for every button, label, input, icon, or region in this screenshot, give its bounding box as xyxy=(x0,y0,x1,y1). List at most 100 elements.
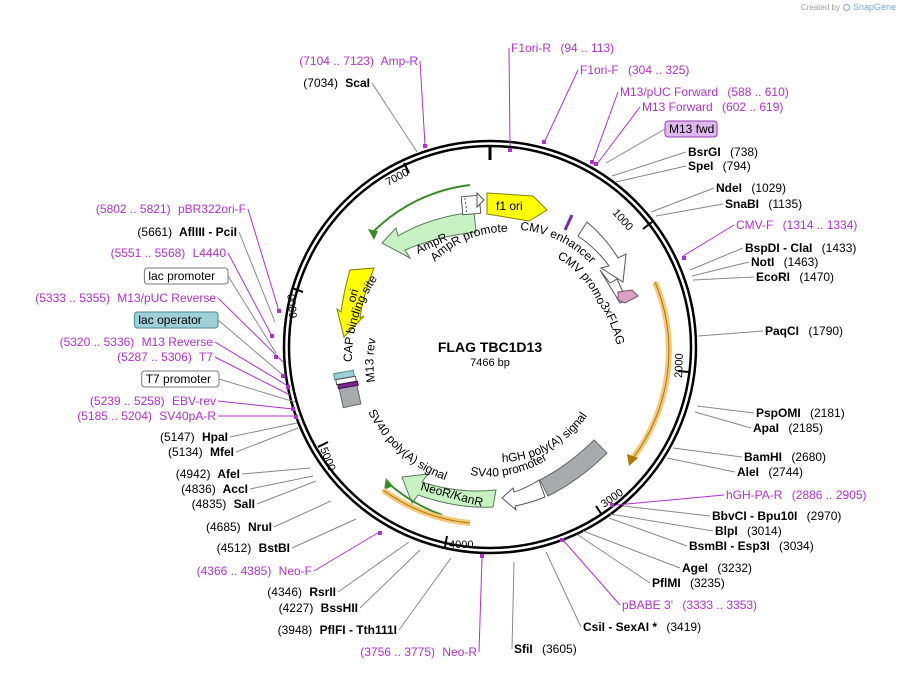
site-label-apai: ApaI (2185) xyxy=(753,421,823,435)
primer-mark-cmv xyxy=(563,214,574,231)
leader-acci xyxy=(249,475,314,490)
site-label-noti: NotI (1463) xyxy=(751,255,818,269)
leader-bspdi xyxy=(689,247,744,271)
leader-bstbi xyxy=(291,518,357,549)
primer-site-mark xyxy=(610,503,614,507)
feature-ori xyxy=(336,267,375,339)
site-label-spei: SpeI (794) xyxy=(688,159,751,173)
site-label-paqci: PaqCI (1790) xyxy=(765,324,843,338)
feature-t7-promoter xyxy=(337,380,359,390)
tick-label-6000: 6000 xyxy=(286,293,300,318)
plasmid-length: 7466 bp xyxy=(470,357,510,369)
site-label-bsmbi: BsmBI - Esp3I (3034) xyxy=(689,539,814,553)
credit-brand: SnapGene xyxy=(852,2,896,12)
site-label-pflmi: PflMI (3235) xyxy=(652,576,725,590)
leader-m13-fwd xyxy=(605,128,666,164)
site-label-t7-promoter: T7 promoter xyxy=(141,370,220,388)
svg-text:T7 promoter: T7 promoter xyxy=(146,372,211,386)
leader-amp-r xyxy=(419,60,426,146)
primer-site-mark xyxy=(560,538,564,542)
feature-cmv-enhancer xyxy=(577,221,627,283)
primer-site-mark xyxy=(682,256,686,260)
feature-label-neor-kanr: NeoR/KanR xyxy=(419,479,485,509)
site-label-sfii: SfiI (3605) xyxy=(514,642,577,656)
site-label-ecori: EcoRI (1470) xyxy=(756,270,834,284)
feature-3xflag xyxy=(617,289,639,304)
primer-site-mark xyxy=(508,148,512,152)
leader-m13-reverse xyxy=(214,341,289,387)
leader-lac-promoter xyxy=(227,275,277,354)
tick-label-1000: 1000 xyxy=(610,207,635,233)
feature-label-sv40-polya: SV40 poly(A) signal xyxy=(365,407,449,483)
leader-bsmbi xyxy=(608,517,688,547)
site-label-m13-forward: M13 Forward (602 .. 619) xyxy=(642,100,783,114)
primer-site-mark xyxy=(423,144,427,148)
site-label-scai: (7034) ScaI xyxy=(303,76,370,90)
site-label-sv40pa-r: (5185 .. 5204) SV40pA-R xyxy=(77,409,216,423)
leader-scai xyxy=(371,82,418,153)
leader-l4440 xyxy=(227,252,273,337)
feature-label-3xflag: 3xFLAG xyxy=(597,299,627,346)
leader-snabi xyxy=(655,203,724,217)
svg-text:M13 fwd: M13 fwd xyxy=(669,122,714,136)
svg-text:lac operator: lac operator xyxy=(138,313,201,327)
leader-blpi xyxy=(609,513,714,532)
tick-label-4000: 4000 xyxy=(449,539,473,551)
site-label-l4440: (5551 .. 5568) L4440 xyxy=(111,246,227,260)
site-label-bstbi: (4512) BstBI xyxy=(217,541,290,555)
primer-site-mark xyxy=(594,162,598,166)
leader-m13-puc-forward xyxy=(592,91,619,162)
leader-afliii xyxy=(238,231,276,323)
tick-label-5000: 5000 xyxy=(317,446,337,473)
site-label-afliii: (5661) AflIII - PciI xyxy=(137,225,237,239)
leader-lac-operator xyxy=(217,319,285,377)
leader-lines xyxy=(214,47,764,653)
site-label-hgh-pa-r: hGH-PA-R (2886 .. 2905) xyxy=(726,488,867,502)
primer-site-mark xyxy=(274,355,278,359)
backbone-outer xyxy=(282,139,698,555)
leader-noti xyxy=(691,261,750,277)
site-label-t7: (5287 .. 5306) T7 xyxy=(117,350,213,364)
primer-site-mark xyxy=(590,160,594,164)
leader-bbvci xyxy=(622,505,711,517)
feature-neor-kanr xyxy=(401,473,497,508)
leader-spei xyxy=(615,165,687,183)
leader-csii xyxy=(545,551,582,628)
leader-hgh-pa-r xyxy=(615,494,725,506)
leader-apai xyxy=(694,411,752,429)
tick-mark-6000 xyxy=(291,287,304,293)
leader-nrui xyxy=(273,500,332,528)
leader-mfei xyxy=(235,427,299,453)
primer-site-mark xyxy=(270,334,274,338)
site-label-bsshii: (4227) BssHII xyxy=(279,601,358,615)
tick-label-2000: 2000 xyxy=(673,353,686,378)
site-label-mfei: (5134) MfeI xyxy=(168,445,234,459)
site-label-rsrii: (4346) RsrII xyxy=(267,585,336,599)
leader-sali xyxy=(256,480,317,505)
leader-ebv-rev xyxy=(217,400,294,410)
snapgene-logo-icon xyxy=(842,3,850,11)
tick-mark-3000 xyxy=(595,505,603,516)
primer-site-mark xyxy=(542,140,546,144)
leader-t7 xyxy=(214,356,291,396)
tick-mark-4000 xyxy=(444,535,448,548)
svg-text:lac promoter: lac promoter xyxy=(148,269,215,283)
primer-site-mark xyxy=(291,407,295,411)
primer-site-mark xyxy=(294,415,298,419)
leader-m13-puc-reverse xyxy=(217,297,284,363)
backbone xyxy=(282,139,698,555)
site-label-pflfi: (3948) PflFI - Tth111I xyxy=(278,623,397,637)
leader-pbabe-3 xyxy=(562,539,621,606)
leader-pspomi xyxy=(696,405,755,414)
leader-alei xyxy=(666,457,736,473)
tick-mark-7000 xyxy=(403,162,410,174)
leader-bamhi xyxy=(672,447,743,458)
leader-pbr322ori-f xyxy=(247,208,280,312)
leader-pflmi xyxy=(577,534,651,584)
leader-ecori xyxy=(692,276,755,281)
site-label-bsrgi: BsrGI (738) xyxy=(688,145,758,159)
leader-sfii xyxy=(511,561,515,650)
site-label-lac-operator: lac operator xyxy=(133,311,219,329)
